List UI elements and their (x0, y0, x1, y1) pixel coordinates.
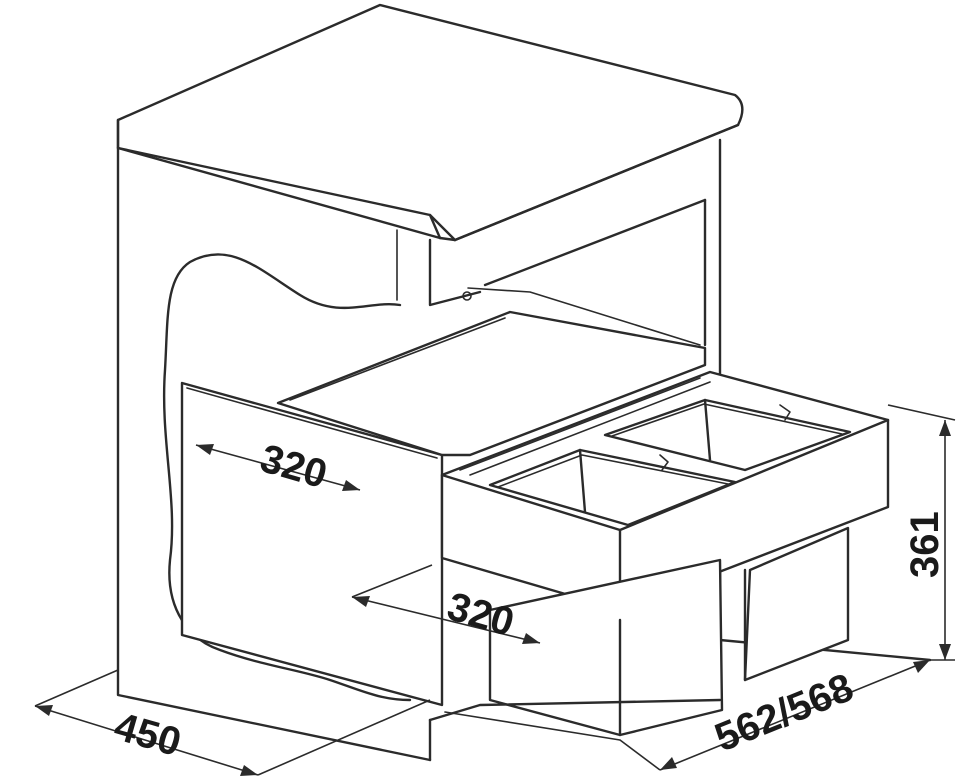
dimension-label-320-lower: 320 (443, 584, 519, 645)
drawer-top-plate (276, 287, 707, 457)
dimension-label-361: 361 (903, 511, 947, 578)
plinth (428, 698, 722, 741)
bin-left (488, 448, 737, 737)
cutaway-line (162, 253, 412, 702)
worktop (116, 3, 744, 242)
dimension-height: 361 (887, 404, 956, 661)
drawer-front-panel (180, 381, 444, 707)
dimension-label-450: 450 (110, 704, 186, 765)
dimension-label-562-568: 562/568 (709, 665, 860, 760)
bin-right (603, 398, 852, 682)
